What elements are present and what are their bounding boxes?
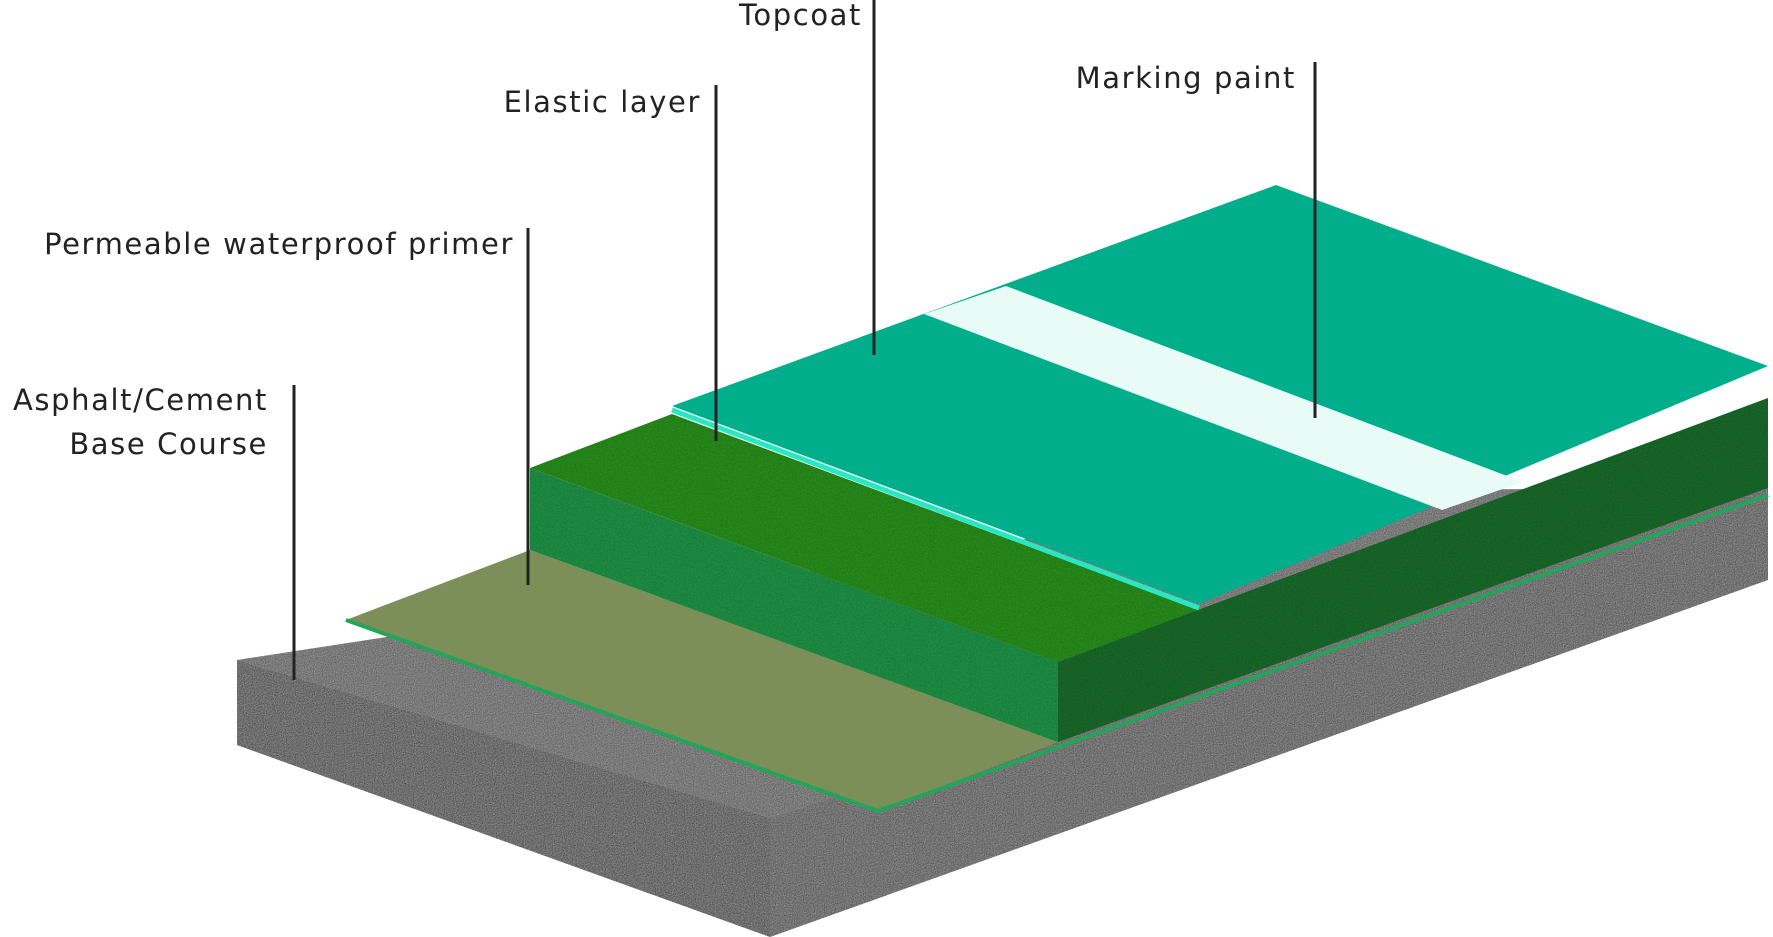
primer-top	[346, 550, 1058, 811]
primer-edge	[345, 493, 1769, 814]
base-course-label-line1: Asphalt/Cement	[13, 383, 268, 417]
elastic-layer	[530, 398, 1768, 742]
topcoat-layer	[671, 185, 1768, 611]
topcoat-label: Topcoat	[738, 0, 862, 32]
base-course-front	[237, 660, 770, 937]
primer-layer	[345, 493, 1769, 814]
elastic-side	[1058, 398, 1768, 742]
primer-label: Permeable waterproof primer	[44, 227, 514, 261]
callout-labels: Topcoat Marking paint Elastic layer Perm…	[13, 0, 1296, 461]
marking-paint-stripe	[924, 286, 1523, 510]
elastic-top	[530, 414, 1199, 662]
base-course-side	[770, 488, 1768, 937]
marking-paint-label: Marking paint	[1076, 61, 1296, 95]
elastic-front	[530, 468, 1058, 742]
leader-lines	[292, 0, 1317, 680]
base-course-label-line2: Base Course	[69, 427, 268, 461]
elastic-layer-label: Elastic layer	[504, 85, 701, 119]
topcoat-edge	[671, 407, 1200, 611]
